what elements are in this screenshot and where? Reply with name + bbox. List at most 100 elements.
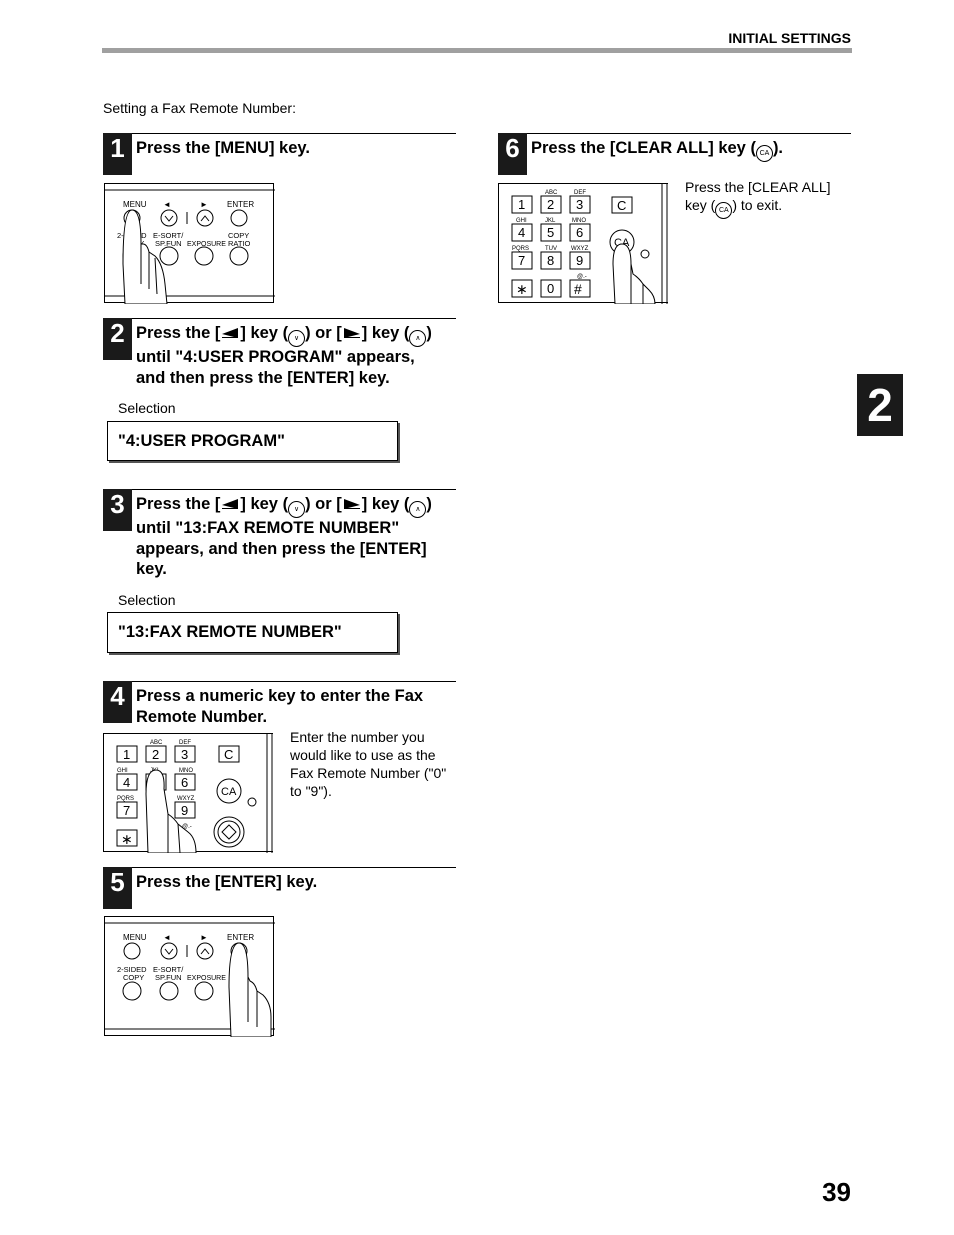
svg-text:∗: ∗ <box>121 831 133 847</box>
section-title: INITIAL SETTINGS <box>728 30 851 46</box>
down-key-icon: ∨ <box>288 330 306 347</box>
svg-text:7: 7 <box>123 803 130 818</box>
svg-text:@.-: @.- <box>577 274 587 280</box>
svg-text:8: 8 <box>547 253 554 268</box>
svg-text:C: C <box>224 747 233 762</box>
svg-text:4: 4 <box>123 775 130 790</box>
svg-text:MENU: MENU <box>123 933 147 942</box>
step-title: Press the [MENU] key. <box>136 139 310 157</box>
chapter-tab: 2 <box>857 374 903 436</box>
text: Press the [ <box>136 324 221 342</box>
svg-text:5: 5 <box>547 225 554 240</box>
svg-text:ABC: ABC <box>150 740 163 746</box>
svg-text:7: 7 <box>518 253 525 268</box>
step-title: Press a numeric key to enter the Fax Rem… <box>136 686 456 727</box>
step-rule <box>103 681 456 682</box>
exposure-label: EXPOSURE <box>187 241 226 248</box>
header-rule <box>102 48 852 53</box>
svg-text:C: C <box>617 198 626 213</box>
text: Press the [ <box>136 495 221 513</box>
clear-all-key-icon: CA <box>715 202 733 219</box>
pressing-finger <box>612 243 656 304</box>
svg-text:6: 6 <box>576 225 583 240</box>
right-triangle-icon <box>342 323 362 344</box>
selection-display: "4:USER PROGRAM" <box>107 421 398 461</box>
menu-label: MENU <box>123 200 147 209</box>
svg-text:@.-: @.- <box>182 824 192 830</box>
svg-text:2: 2 <box>152 747 159 762</box>
step-number: 1 <box>103 133 132 175</box>
text: Enter the number you <box>290 729 425 745</box>
text: Remote Number. <box>136 707 268 726</box>
svg-text:PQRS: PQRS <box>512 246 529 252</box>
text: ) or [ <box>305 495 342 513</box>
svg-text:2-SIDED: 2-SIDED <box>117 965 147 974</box>
text: ) <box>426 495 432 513</box>
up-key-icon: ∧ <box>409 501 427 518</box>
right-arrow-label: ► <box>200 200 208 209</box>
svg-text:#: # <box>574 281 582 297</box>
text: ) <box>426 324 432 342</box>
enter-key <box>230 209 248 227</box>
step-title: Press the [ENTER] key. <box>136 873 318 891</box>
text: until "4:USER PROGRAM" appears, <box>136 348 415 366</box>
svg-text:3: 3 <box>576 197 583 212</box>
svg-text:9: 9 <box>576 253 583 268</box>
text: and then press the [ENTER] key. <box>136 368 390 387</box>
svg-text:GHI: GHI <box>117 768 128 774</box>
svg-text:1: 1 <box>518 197 525 212</box>
svg-text:GHI: GHI <box>516 218 527 224</box>
text: ] key ( <box>240 324 289 342</box>
text: appears, and then press the [ENTER] <box>136 539 427 558</box>
svg-text:WXYZ: WXYZ <box>571 246 589 252</box>
text: ) to exit. <box>732 197 783 213</box>
text: ) or [ <box>305 324 342 342</box>
svg-text:ABC: ABC <box>545 190 558 196</box>
right-triangle-icon <box>342 494 362 515</box>
clear-all-key-icon: CA <box>755 145 773 162</box>
selection-display: "13:FAX REMOTE NUMBER" <box>107 612 398 653</box>
svg-text:0: 0 <box>547 281 554 296</box>
left-triangle-icon <box>220 323 240 344</box>
svg-text:2: 2 <box>547 197 554 212</box>
svg-text:1: 1 <box>123 747 130 762</box>
step-title: Press the [CLEAR ALL] key (CA). <box>531 138 783 162</box>
svg-text:3: 3 <box>181 747 188 762</box>
svg-text:TUV: TUV <box>545 246 557 252</box>
down-key <box>160 209 178 227</box>
step-rule <box>103 133 456 134</box>
step-rule <box>103 318 456 319</box>
text: Fax Remote Number ("0" <box>290 765 447 781</box>
step-description: Press the [CLEAR ALL] key (CA) to exit. <box>685 178 831 219</box>
esort-label: E-SORT/ <box>153 231 184 240</box>
svg-text:9: 9 <box>181 803 188 818</box>
text: key ( <box>685 197 716 213</box>
svg-text:SP.FUN: SP.FUN <box>155 973 182 982</box>
text: Press the [CLEAR ALL] key ( <box>531 139 756 157</box>
svg-text:JKL: JKL <box>545 218 556 224</box>
step-description: Enter the number you would like to use a… <box>290 728 446 800</box>
intro-text: Setting a Fax Remote Number: <box>103 100 296 116</box>
text: Press a numeric key to enter the Fax <box>136 687 424 705</box>
svg-text:EXPOSURE: EXPOSURE <box>187 975 226 982</box>
step-rule <box>498 133 851 134</box>
text: ] key ( <box>361 495 410 513</box>
step-number: 4 <box>103 681 132 723</box>
up-key <box>196 209 214 227</box>
operation-panel-menu-illustration: MENU ◄ ► ENTER 2-SIDED E-SORT/ COPY COPY… <box>104 183 275 304</box>
enter-label: ENTER <box>227 200 254 209</box>
step-title: Press the [] key (∨) or [] key (∧) until… <box>136 323 456 388</box>
svg-text:E-SORT/: E-SORT/ <box>153 965 184 974</box>
spfun-label: SP.FUN <box>155 239 182 248</box>
pressing-finger <box>228 942 272 1037</box>
ratio-label: RATIO <box>228 239 251 248</box>
svg-text:COPY: COPY <box>123 973 144 982</box>
text: key. <box>136 560 167 578</box>
text: would like to use as the <box>290 747 436 763</box>
up-key-icon: ∧ <box>409 330 427 347</box>
text: ] key ( <box>361 324 410 342</box>
operation-panel-enter-illustration: MENU ◄ ► ENTER 2-SIDED E-SORT/ COPY SP.F… <box>104 916 275 1037</box>
svg-text:MNO: MNO <box>179 768 193 774</box>
text: ). <box>772 139 784 157</box>
numeric-keypad-illustration: ABC DEF 1 2 3 C GHI JKL MNO 4 5 6 CA PQR… <box>103 733 273 853</box>
